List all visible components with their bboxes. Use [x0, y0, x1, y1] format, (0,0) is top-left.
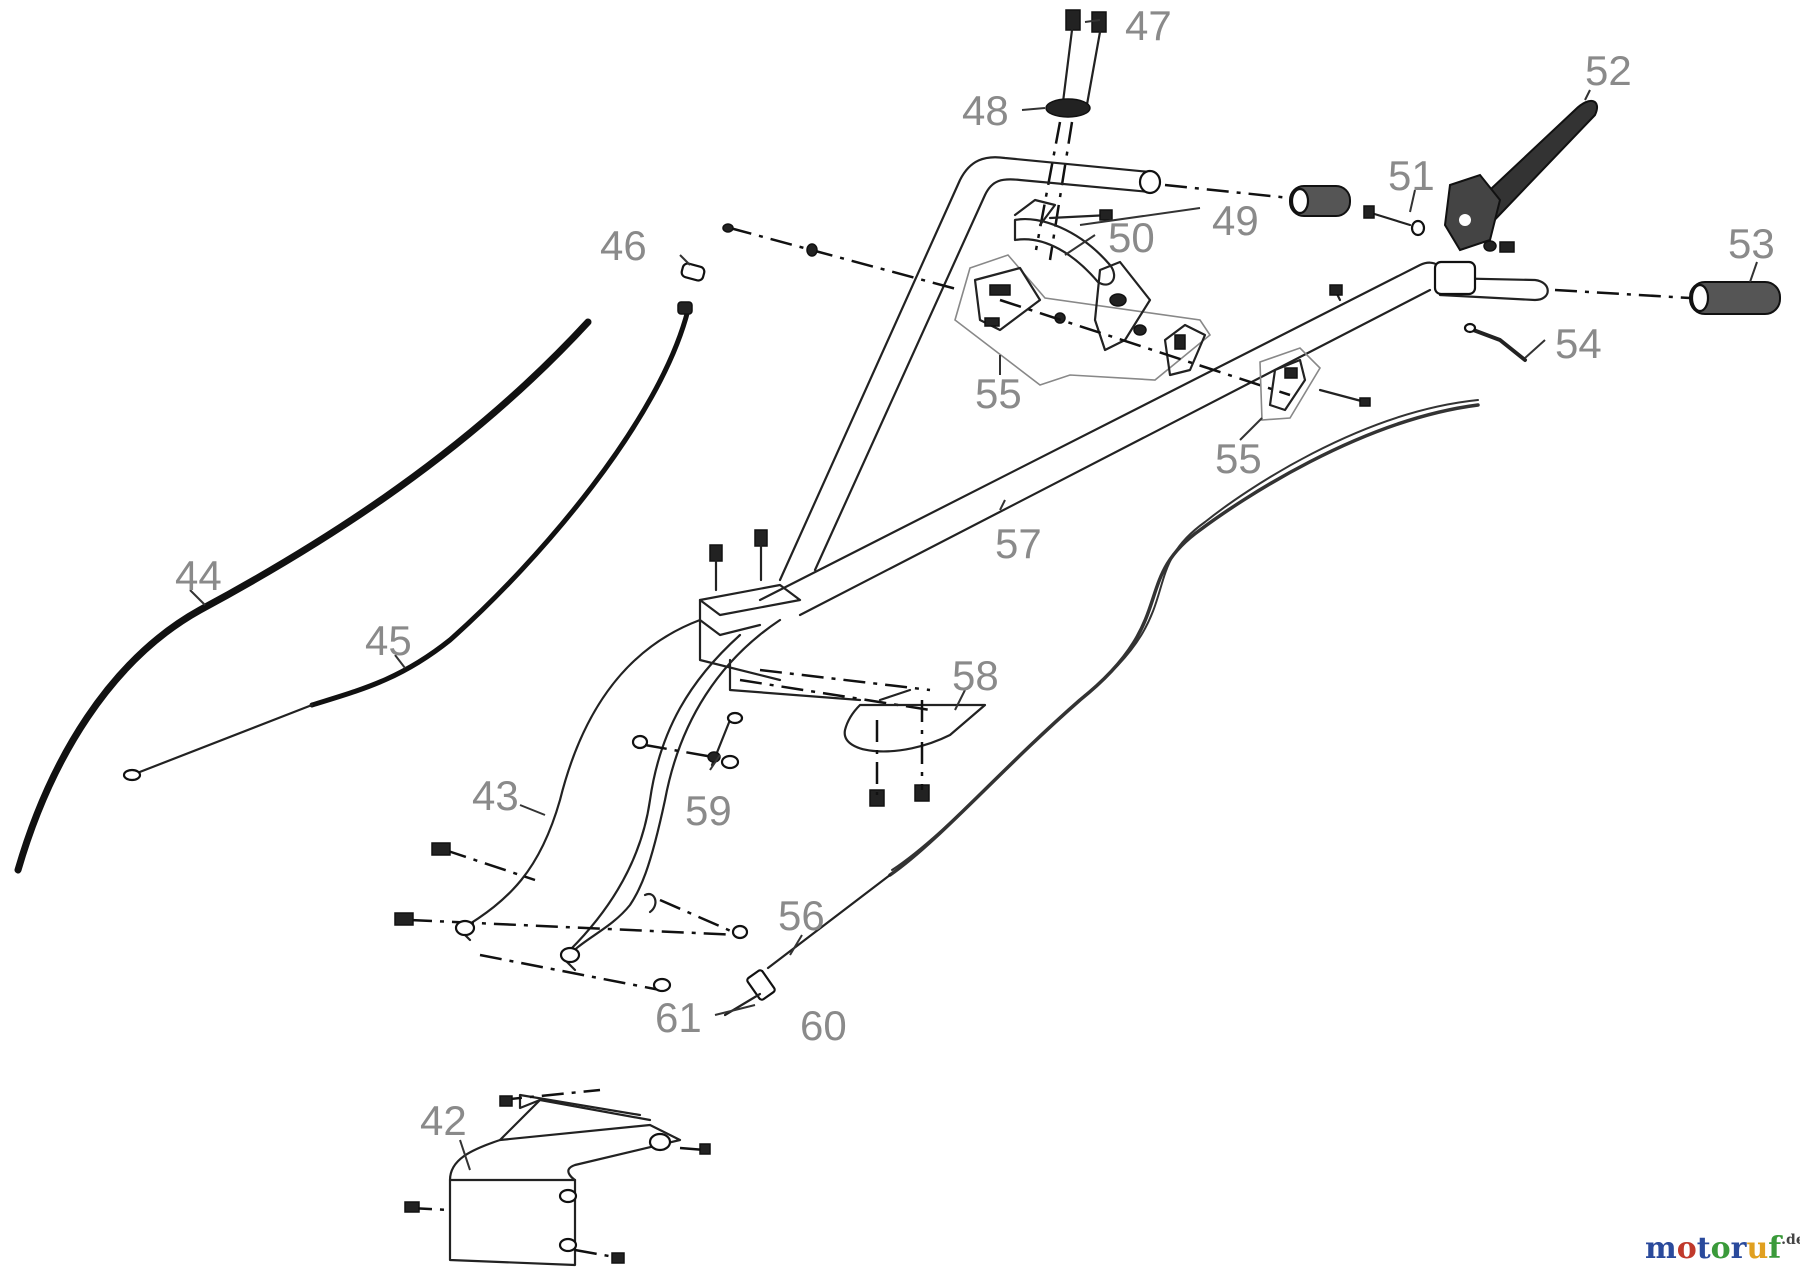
label-50: 50	[1108, 214, 1155, 261]
part-labels: 42 43 44 45 46 47 48 49 50 51 52 53 54 5…	[175, 2, 1775, 1144]
label-53: 53	[1728, 220, 1775, 267]
label-49: 49	[1212, 197, 1259, 244]
label-44: 44	[175, 552, 222, 599]
part-50-lever	[722, 198, 1116, 292]
part-42-cover	[404, 1088, 711, 1267]
part-49-grip	[1164, 183, 1351, 217]
label-60: 60	[800, 1002, 847, 1049]
label-43: 43	[472, 772, 519, 819]
watermark-brand: motoruf.de	[1645, 1231, 1800, 1266]
part-52-throttle	[1443, 100, 1598, 252]
label-51: 51	[1388, 152, 1435, 199]
part-56-cable	[766, 399, 1480, 970]
part-59-pin	[631, 711, 744, 770]
part-46-fitting	[680, 262, 706, 282]
label-57: 57	[995, 520, 1042, 567]
part-60-61-cable-end	[723, 969, 776, 1017]
frame-clamp	[698, 529, 802, 637]
part-44-cable	[14, 318, 592, 874]
label-48: 48	[962, 87, 1009, 134]
part-55-switch-housing	[954, 254, 1291, 397]
label-54: 54	[1555, 320, 1602, 367]
label-55-upper: 55	[975, 370, 1022, 417]
label-47: 47	[1125, 2, 1172, 49]
label-61: 61	[655, 994, 702, 1041]
leader-lines	[189, 19, 1758, 1171]
label-52: 52	[1585, 47, 1632, 94]
label-55-lower: 55	[1215, 435, 1262, 482]
part-45-cable	[122, 301, 693, 782]
part-58-guard-plate	[843, 688, 987, 807]
label-45: 45	[365, 617, 412, 664]
label-59: 59	[685, 787, 732, 834]
label-58: 58	[952, 652, 999, 699]
part-48-cap	[1034, 98, 1091, 261]
part-47-screws	[1060, 9, 1107, 112]
label-56: 56	[778, 892, 825, 939]
part-57-handlebar	[758, 156, 1549, 617]
part-43-lower-frame	[394, 618, 931, 993]
part-55-switch-housing-2	[1259, 347, 1371, 421]
label-46: 46	[600, 222, 647, 269]
watermark-logo: motoruf.de	[1645, 1231, 1800, 1266]
part-53-grip	[1554, 281, 1781, 315]
label-42: 42	[420, 1097, 467, 1144]
part-54-clip	[1463, 322, 1527, 362]
